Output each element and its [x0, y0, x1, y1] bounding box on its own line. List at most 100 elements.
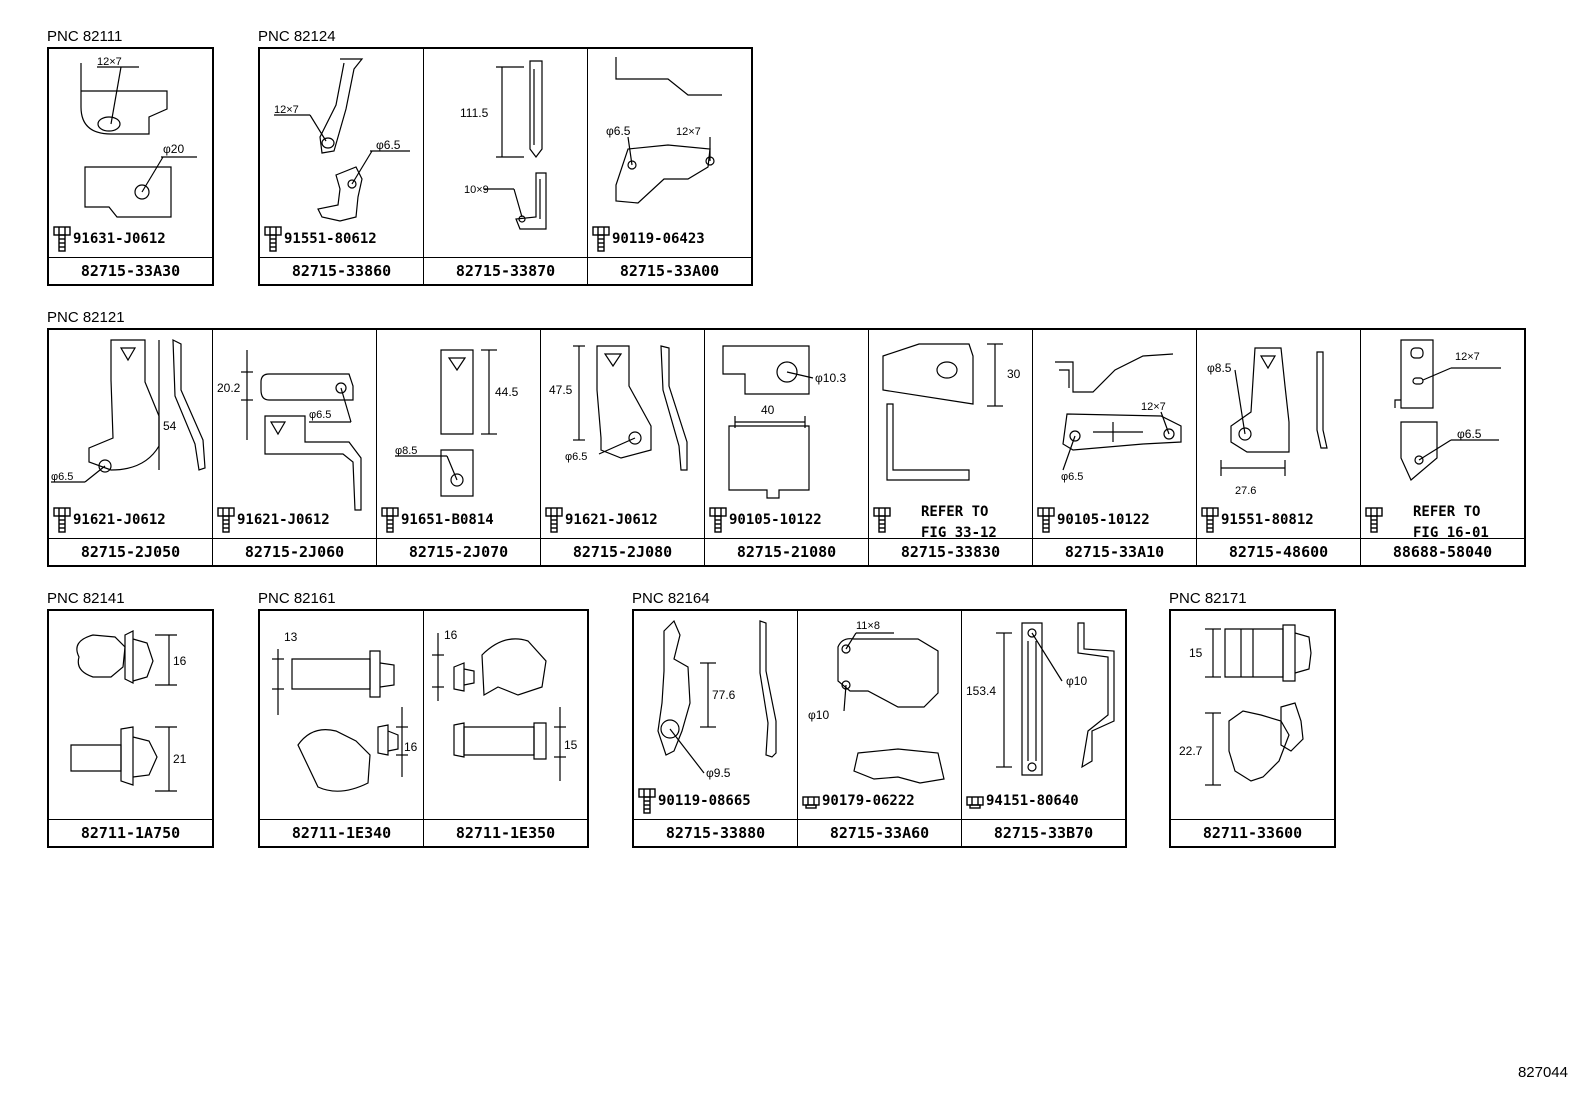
part-group: 13 16 82711-1E340 16 15 82711-1E350: [258, 609, 589, 848]
dimension-label: 77.6: [712, 688, 736, 702]
part-cell[interactable]: 16 21 82711-1A750: [49, 611, 212, 846]
dimension-label: 111.5: [460, 106, 489, 120]
pnc-label: PNC 82171: [1169, 590, 1247, 607]
fastener: 91651-B0814: [381, 506, 494, 534]
fastener-number[interactable]: 91551-80612: [284, 231, 377, 247]
dimension-label: φ6.5: [1061, 471, 1083, 483]
dimension-label: φ20: [163, 142, 184, 156]
dimension-label: 12×7: [676, 126, 701, 138]
bolt-icon: [545, 507, 563, 533]
dimension-label: φ10: [1066, 674, 1087, 688]
fastener: [1365, 506, 1385, 534]
part-cell[interactable]: 54 φ6.5 91621-J0612 82715-2J050: [49, 330, 213, 565]
dimension-label: 47.5: [549, 383, 573, 397]
part-number[interactable]: 82715-33B70: [962, 819, 1125, 846]
dimension-label: 27.6: [1235, 485, 1256, 497]
part-cell[interactable]: 77.6 φ9.5 90119-08665 82715-33880: [634, 611, 798, 846]
dimension-label: 15: [1189, 646, 1203, 660]
part-illustration: 111.5 10×9: [424, 49, 587, 256]
part-cell[interactable]: 16 15 82711-1E350: [424, 611, 587, 846]
part-illustration: 15 22.7: [1171, 611, 1334, 818]
part-cell[interactable]: φ10.3 40 90105-10122 82715-21080: [705, 330, 869, 565]
dimension-label: φ8.5: [395, 445, 417, 457]
dimension-label: φ9.5: [706, 766, 731, 780]
dimension-label: 11×8: [856, 620, 880, 632]
part-cell[interactable]: 20.2 φ6.5 91621-J0612 82715-2J060: [213, 330, 377, 565]
part-illustration: φ6.5 12×7: [588, 49, 751, 256]
part-number[interactable]: 82715-33A60: [798, 819, 961, 846]
part-number[interactable]: 82715-48600: [1197, 538, 1360, 565]
fastener: 91551-80612: [264, 225, 377, 253]
bolt-icon: [873, 507, 891, 533]
part-number[interactable]: 82711-33600: [1171, 819, 1334, 846]
part-cell[interactable]: 12×7 φ6.5 90105-10122 82715-33A10: [1033, 330, 1197, 565]
fastener-number[interactable]: 94151-80640: [986, 793, 1079, 809]
part-number[interactable]: 88688-58040: [1361, 538, 1524, 565]
part-number[interactable]: 82715-33830: [869, 538, 1032, 565]
part-cell[interactable]: 15 22.7 82711-33600: [1171, 611, 1334, 846]
fastener-number[interactable]: 91631-J0612: [73, 231, 166, 247]
fastener-number[interactable]: 90119-08665: [658, 793, 751, 809]
part-number[interactable]: 82711-1E340: [260, 819, 423, 846]
fastener-number[interactable]: 90105-10122: [1057, 512, 1150, 528]
bolt-icon: [592, 226, 610, 252]
fastener: 90179-06222: [802, 787, 915, 815]
pnc-label: PNC 82161: [258, 590, 336, 607]
part-cell[interactable]: 47.5 φ6.5 91621-J0612 82715-2J080: [541, 330, 705, 565]
part-number[interactable]: 82715-33A30: [49, 257, 212, 284]
fastener-number[interactable]: 90119-06423: [612, 231, 705, 247]
part-cell[interactable]: 12×7 φ6.5 91551-80612 82715-33860: [260, 49, 424, 284]
fastener-number[interactable]: 91551-80812: [1221, 512, 1314, 528]
dimension-label: φ6.5: [309, 409, 331, 421]
part-number[interactable]: 82711-1E350: [424, 819, 587, 846]
dimension-label: 21: [173, 752, 187, 766]
refer-figure-link[interactable]: FIG 33-12: [921, 525, 997, 541]
bolt-icon: [1201, 507, 1219, 533]
figure-id: 827044: [1517, 1064, 1568, 1081]
part-number[interactable]: 82715-2J070: [377, 538, 540, 565]
part-number[interactable]: 82715-2J080: [541, 538, 704, 565]
fastener-number[interactable]: 90179-06222: [822, 793, 915, 809]
refer-line: REFER TO: [1413, 504, 1481, 520]
part-cell[interactable]: 12×7 φ20 91631-J0612 82715-33A30: [49, 49, 212, 284]
fastener-number[interactable]: 91621-J0612: [73, 512, 166, 528]
part-number[interactable]: 82715-33A10: [1033, 538, 1196, 565]
part-number[interactable]: 82715-33860: [260, 257, 423, 284]
refer-note: REFER TO FIG 16-01: [1413, 502, 1489, 544]
bolt-icon: [709, 507, 727, 533]
part-cell[interactable]: 11×8 φ10 90179-06222 82715-33A60: [798, 611, 962, 846]
part-cell[interactable]: 13 16 82711-1E340: [260, 611, 424, 846]
part-group: 12×7 φ6.5 91551-80612 82715-33860 111.5 …: [258, 47, 753, 286]
part-illustration: 54 φ6.5: [49, 330, 212, 537]
part-number[interactable]: 82715-33880: [634, 819, 797, 846]
dimension-label: 12×7: [1455, 351, 1480, 363]
refer-figure-link[interactable]: FIG 16-01: [1413, 525, 1489, 541]
part-cell[interactable]: 44.5 φ8.5 91651-B0814 82715-2J070: [377, 330, 541, 565]
fastener-number[interactable]: 91651-B0814: [401, 512, 494, 528]
part-number[interactable]: 82715-2J060: [213, 538, 376, 565]
fastener-number[interactable]: 91621-J0612: [565, 512, 658, 528]
fastener: 90105-10122: [1037, 506, 1150, 534]
part-number[interactable]: 82711-1A750: [49, 819, 212, 846]
part-number[interactable]: 82715-21080: [705, 538, 868, 565]
part-illustration: 44.5 φ8.5: [377, 330, 540, 537]
dimension-label: φ10: [808, 708, 829, 722]
refer-line: REFER TO: [921, 504, 989, 520]
dimension-label: φ8.5: [1207, 361, 1232, 375]
fastener-number[interactable]: 91621-J0612: [237, 512, 330, 528]
part-cell[interactable]: φ8.5 27.6 91551-80812 82715-48600: [1197, 330, 1361, 565]
part-cell[interactable]: 153.4 φ10 94151-80640 82715-33B70: [962, 611, 1125, 846]
part-illustration: 12×7 φ6.5: [260, 49, 423, 256]
bolt-icon: [802, 796, 820, 809]
fastener-number[interactable]: 90105-10122: [729, 512, 822, 528]
part-group: 12×7 φ20 91631-J0612 82715-33A30: [47, 47, 214, 286]
part-cell[interactable]: 111.5 10×9 82715-33870: [424, 49, 588, 284]
part-number[interactable]: 82715-2J050: [49, 538, 212, 565]
part-number[interactable]: 82715-33A00: [588, 257, 751, 284]
part-number[interactable]: 82715-33870: [424, 257, 587, 284]
bolt-icon: [966, 796, 984, 809]
bolt-icon: [264, 226, 282, 252]
part-cell[interactable]: φ6.5 12×7 90119-06423 82715-33A00: [588, 49, 751, 284]
